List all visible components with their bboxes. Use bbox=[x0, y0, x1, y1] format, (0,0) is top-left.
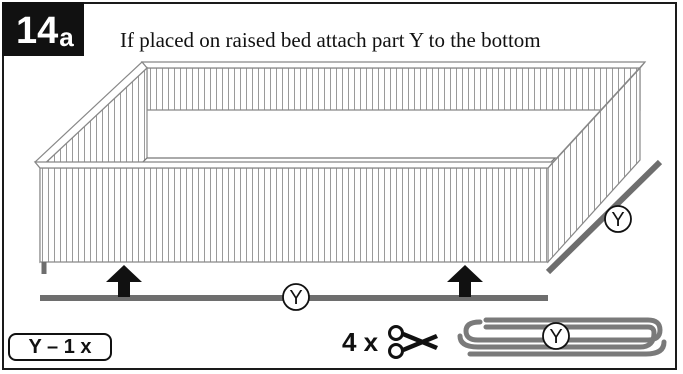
part-y-badge-icon: Y bbox=[542, 322, 570, 350]
instruction-text: If placed on raised bed attach part Y to… bbox=[120, 28, 541, 52]
svg-text:Y: Y bbox=[289, 287, 302, 309]
bed-back-top-edge bbox=[140, 61, 647, 69]
cut-quantity-label: 4 x bbox=[342, 327, 379, 357]
part-y-strip-right bbox=[545, 159, 663, 275]
bed-front-top-edge bbox=[33, 161, 555, 169]
bed-back-wall bbox=[146, 67, 641, 111]
scissors-icon bbox=[388, 325, 438, 359]
bed-front-wall bbox=[39, 167, 549, 263]
step-sub-letter: a bbox=[59, 22, 74, 52]
step-number: 14 bbox=[16, 10, 59, 52]
svg-text:Y: Y bbox=[611, 209, 624, 231]
svg-text:Y: Y bbox=[549, 326, 562, 348]
part-y-badge-icon: Y bbox=[604, 205, 632, 233]
parts-list-label: Y – 1 x bbox=[8, 333, 112, 361]
up-arrow-icon bbox=[447, 265, 483, 297]
coiled-strip-icon bbox=[457, 317, 667, 357]
part-y-badge-icon: Y bbox=[282, 283, 310, 311]
step-badge: 14 a bbox=[2, 2, 84, 56]
up-arrow-icon bbox=[106, 265, 142, 297]
